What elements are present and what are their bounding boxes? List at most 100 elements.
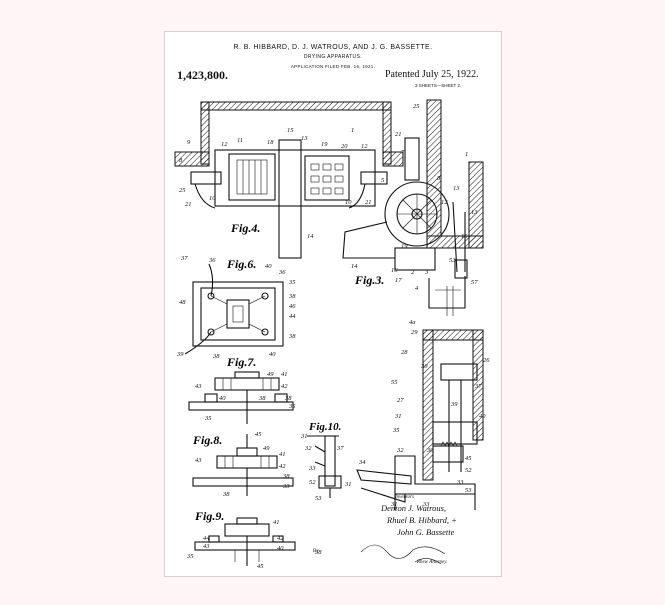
svg-text:49: 49 <box>267 371 274 378</box>
svg-text:45: 45 <box>465 455 472 462</box>
svg-text:15: 15 <box>287 127 294 134</box>
svg-text:15: 15 <box>461 233 468 240</box>
svg-text:31: 31 <box>300 433 308 440</box>
svg-text:12: 12 <box>441 199 448 206</box>
svg-text:4: 4 <box>415 285 419 292</box>
inventor-name: John G. Bassette <box>397 527 455 537</box>
svg-text:31: 31 <box>394 413 402 420</box>
svg-text:27: 27 <box>397 397 404 404</box>
svg-text:53: 53 <box>465 487 472 494</box>
svg-text:1: 1 <box>351 127 354 134</box>
svg-text:40: 40 <box>479 413 486 420</box>
svg-text:16: 16 <box>391 267 398 274</box>
fig7-drawing <box>188 371 294 424</box>
svg-text:17: 17 <box>395 277 402 284</box>
svg-text:38: 38 <box>258 395 266 402</box>
svg-text:43: 43 <box>203 543 210 550</box>
svg-text:30: 30 <box>420 363 428 370</box>
fig8-drawing <box>192 434 294 496</box>
svg-text:40: 40 <box>265 263 272 270</box>
svg-text:35: 35 <box>204 415 212 422</box>
svg-text:21: 21 <box>185 201 192 208</box>
inventors-label: Inventors <box>395 495 414 500</box>
svg-text:19: 19 <box>321 141 328 148</box>
svg-text:53: 53 <box>315 495 322 502</box>
by-label: By <box>313 549 319 554</box>
svg-text:45: 45 <box>257 563 264 570</box>
svg-text:12: 12 <box>221 141 228 148</box>
sheet-count: 3 SHEETS—SHEET 2. <box>415 83 462 88</box>
svg-text:39: 39 <box>176 351 184 358</box>
svg-text:20: 20 <box>341 143 348 150</box>
svg-text:35: 35 <box>392 427 400 434</box>
fig9-drawing <box>194 517 296 566</box>
fig10-drawing <box>307 435 342 498</box>
svg-text:13: 13 <box>301 135 308 142</box>
fig9-label: Fig.9. <box>194 509 224 523</box>
svg-text:36: 36 <box>208 257 216 264</box>
patent-sheet: R. B. HIBBARD, D. J. WATROUS, AND J. G. … <box>164 31 502 577</box>
svg-text:33: 33 <box>308 465 316 472</box>
svg-text:52: 52 <box>465 467 472 474</box>
fig3-drawing <box>342 99 484 316</box>
svg-text:30: 30 <box>426 447 434 454</box>
patent-number: 1,423,800. <box>177 68 228 82</box>
application-filed: APPLICATION FILED FEB. 16, 1921. <box>290 64 376 69</box>
fig7-label: Fig.7. <box>226 355 256 369</box>
svg-text:14: 14 <box>307 233 314 240</box>
witness-signature <box>360 544 446 559</box>
svg-text:32: 32 <box>396 447 404 454</box>
fig10-label: Fig.10. <box>308 421 341 433</box>
svg-text:5: 5 <box>381 177 385 184</box>
svg-text:33: 33 <box>282 483 290 490</box>
svg-text:43: 43 <box>195 457 202 464</box>
svg-text:1: 1 <box>465 151 468 158</box>
svg-text:41: 41 <box>281 371 288 378</box>
attorney-name: Rhew Attorney. <box>417 560 448 565</box>
svg-text:52: 52 <box>309 479 316 486</box>
svg-text:48: 48 <box>179 299 186 306</box>
svg-text:28: 28 <box>401 349 408 356</box>
svg-text:40: 40 <box>269 351 276 358</box>
svg-text:21: 21 <box>395 131 402 138</box>
svg-text:3: 3 <box>424 269 429 276</box>
svg-text:21: 21 <box>365 199 372 206</box>
svg-text:40: 40 <box>219 395 226 402</box>
svg-text:38: 38 <box>288 333 296 340</box>
fig5-drawing <box>356 329 484 510</box>
fig4-label: Fig.4. <box>230 221 260 235</box>
svg-text:41: 41 <box>279 451 286 458</box>
svg-text:38: 38 <box>314 549 322 556</box>
svg-text:29: 29 <box>411 329 418 336</box>
svg-text:14: 14 <box>351 263 358 270</box>
svg-text:42: 42 <box>279 463 286 470</box>
fig4-drawing <box>174 101 404 259</box>
svg-text:45: 45 <box>255 431 262 438</box>
svg-text:39: 39 <box>450 401 458 408</box>
svg-text:41: 41 <box>273 519 280 526</box>
svg-text:9: 9 <box>187 139 191 146</box>
svg-text:10: 10 <box>209 195 216 202</box>
svg-text:2: 2 <box>411 269 415 276</box>
svg-text:31: 31 <box>390 501 398 508</box>
svg-text:26: 26 <box>483 357 490 364</box>
svg-text:34: 34 <box>358 459 366 466</box>
svg-text:53: 53 <box>449 257 456 264</box>
svg-text:35: 35 <box>288 403 296 410</box>
svg-text:38: 38 <box>222 491 230 498</box>
fig6-label: Fig.6. <box>226 257 256 271</box>
svg-text:43: 43 <box>195 383 202 390</box>
patented-date: Patented July 25, 1922. <box>385 69 479 80</box>
svg-text:11: 11 <box>237 137 243 144</box>
svg-text:46: 46 <box>289 303 296 310</box>
svg-text:33: 33 <box>422 501 430 508</box>
svg-text:8: 8 <box>179 157 183 164</box>
svg-text:49: 49 <box>263 445 270 452</box>
svg-text:7: 7 <box>401 149 405 156</box>
svg-text:37: 37 <box>336 445 344 452</box>
svg-text:40: 40 <box>277 545 284 552</box>
svg-text:4a: 4a <box>409 319 416 326</box>
svg-text:25: 25 <box>413 103 420 110</box>
svg-text:37: 37 <box>474 383 482 390</box>
inventor-names-header: R. B. HIBBARD, D. J. WATROUS, AND J. G. … <box>233 44 433 51</box>
